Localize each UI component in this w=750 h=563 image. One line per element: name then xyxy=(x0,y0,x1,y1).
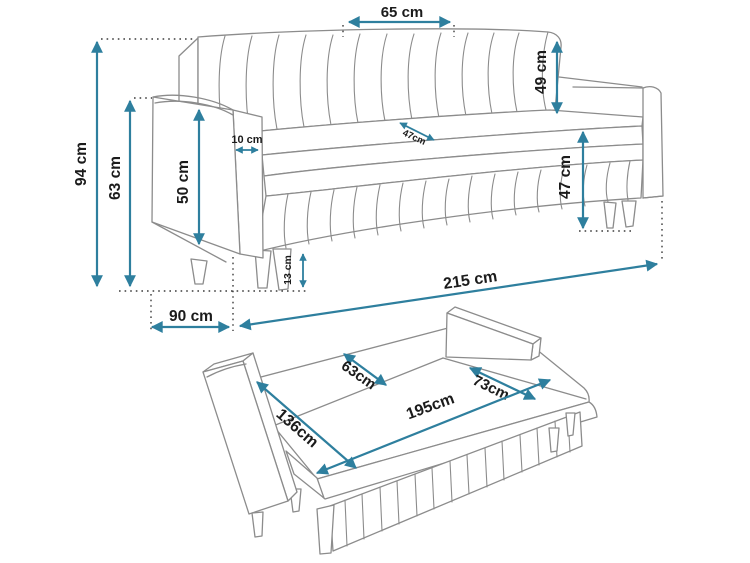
bed-backrest xyxy=(445,312,534,361)
dim-label-total-height: 94 cm xyxy=(73,142,90,186)
skirt xyxy=(255,159,644,253)
dim-label-armrest-width: 10 cm xyxy=(231,134,262,146)
dim-label-armrest-height: 63 cm xyxy=(107,156,124,200)
unfolded-sofa-drawing xyxy=(202,306,598,555)
dim-back-cushion-height: 49 cm xyxy=(533,40,563,115)
dim-back-cushion-width: 65 cm xyxy=(342,4,455,37)
left-armrest-front xyxy=(151,96,241,255)
right-armrest xyxy=(642,86,664,199)
dim-armrest-front-height: 50 cm xyxy=(175,108,205,246)
dim-total-depth: 90 cm xyxy=(150,308,231,333)
dim-total-height: 94 cm xyxy=(73,38,196,288)
sofa-leg xyxy=(621,200,637,228)
dim-label-seat-height: 47 cm xyxy=(557,155,574,199)
bed-leg xyxy=(548,427,560,453)
bed-leg xyxy=(565,412,576,437)
sofa-leg xyxy=(190,258,208,285)
dim-label-back-cushion-width: 65 cm xyxy=(381,4,424,21)
dim-leg-height: 13 cm xyxy=(282,253,307,288)
dim-label-back-cushion-height: 49 cm xyxy=(533,50,550,94)
folded-sofa-drawing xyxy=(151,28,664,291)
backrest-end-cap xyxy=(541,31,549,111)
dim-seat-height: 47 cm xyxy=(557,130,634,232)
dim-label-total-depth: 90 cm xyxy=(169,308,213,325)
bed-leg xyxy=(316,504,335,555)
back-side-panel xyxy=(178,37,199,111)
sofa-leg xyxy=(603,201,617,229)
bed-leg xyxy=(251,511,264,538)
dim-armrest-height: 63 cm xyxy=(107,97,152,288)
dim-label-leg-height: 13 cm xyxy=(282,255,294,285)
dim-label-armrest-front-height: 50 cm xyxy=(175,160,192,204)
folded-sofa-dimensions: 65 cm 94 cm 63 cm 50 cm 10 cm 47cm xyxy=(73,4,663,333)
dim-armrest-width: 10 cm xyxy=(231,134,263,154)
bed-armrest xyxy=(202,360,289,515)
